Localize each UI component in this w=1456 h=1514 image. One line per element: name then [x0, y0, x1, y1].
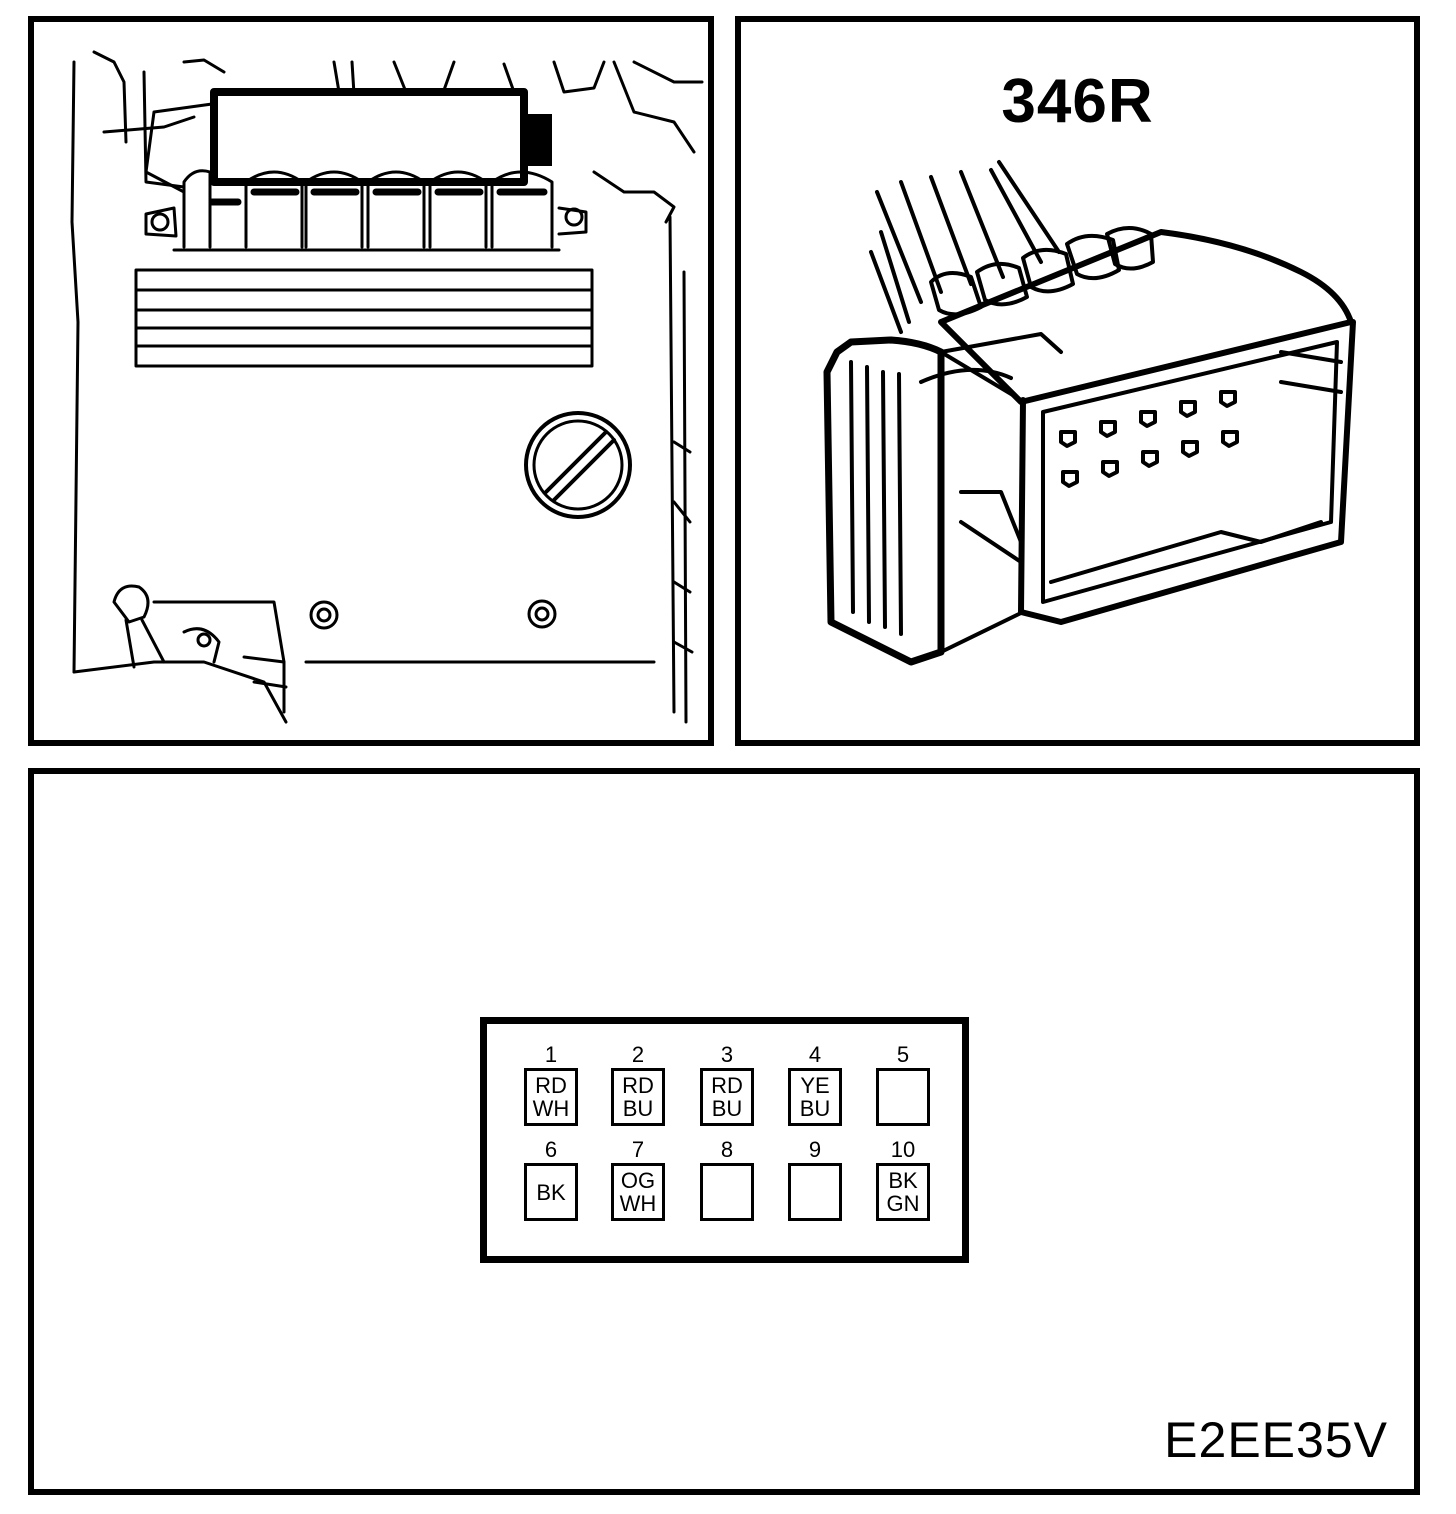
- pin-9: 9: [785, 1139, 845, 1221]
- location-view-panel: [28, 16, 714, 746]
- wire-color-code: RD: [535, 1073, 567, 1098]
- connector-view-panel: 346R: [735, 16, 1420, 746]
- wire-color-code: BK: [536, 1179, 566, 1205]
- pin-number: 6: [544, 1137, 558, 1162]
- pin-8: 8: [697, 1139, 757, 1221]
- pin-cavity: [788, 1163, 842, 1221]
- pin-number: 7: [631, 1137, 645, 1162]
- wire-color-code: GN: [886, 1191, 920, 1216]
- pin-number: 2: [631, 1042, 645, 1067]
- pin-number: 4: [808, 1042, 822, 1067]
- pin-number: 9: [808, 1137, 822, 1162]
- connector-drawing: [823, 160, 1356, 666]
- wire-color-code: YE: [800, 1073, 830, 1098]
- wire-color-code: RD: [711, 1073, 743, 1098]
- wire-color-code: WH: [532, 1096, 570, 1121]
- pin-number: 3: [720, 1042, 734, 1067]
- wire-color-code: RD: [622, 1073, 654, 1098]
- wire-color-code: OG: [620, 1168, 656, 1193]
- pin-5: 5: [873, 1044, 933, 1126]
- pin-cavity: BK: [524, 1163, 578, 1221]
- location-drawing: [70, 50, 704, 724]
- pin-cavity: [700, 1163, 754, 1221]
- wire-color-code: BK: [888, 1168, 918, 1193]
- pin-number: 1: [544, 1042, 558, 1067]
- pin-cavity: [876, 1068, 930, 1126]
- wire-color-code: BU: [799, 1096, 831, 1121]
- wire-color-code: BU: [711, 1096, 743, 1121]
- connector-id: 346R: [1001, 67, 1154, 136]
- wire-color-code: WH: [619, 1191, 657, 1216]
- pin-number: 5: [896, 1042, 910, 1067]
- figure-code: E2EE35V: [1164, 1412, 1388, 1468]
- pin-number: 8: [720, 1137, 734, 1162]
- wire-color-code: BU: [622, 1096, 654, 1121]
- pin-number: 10: [890, 1137, 916, 1162]
